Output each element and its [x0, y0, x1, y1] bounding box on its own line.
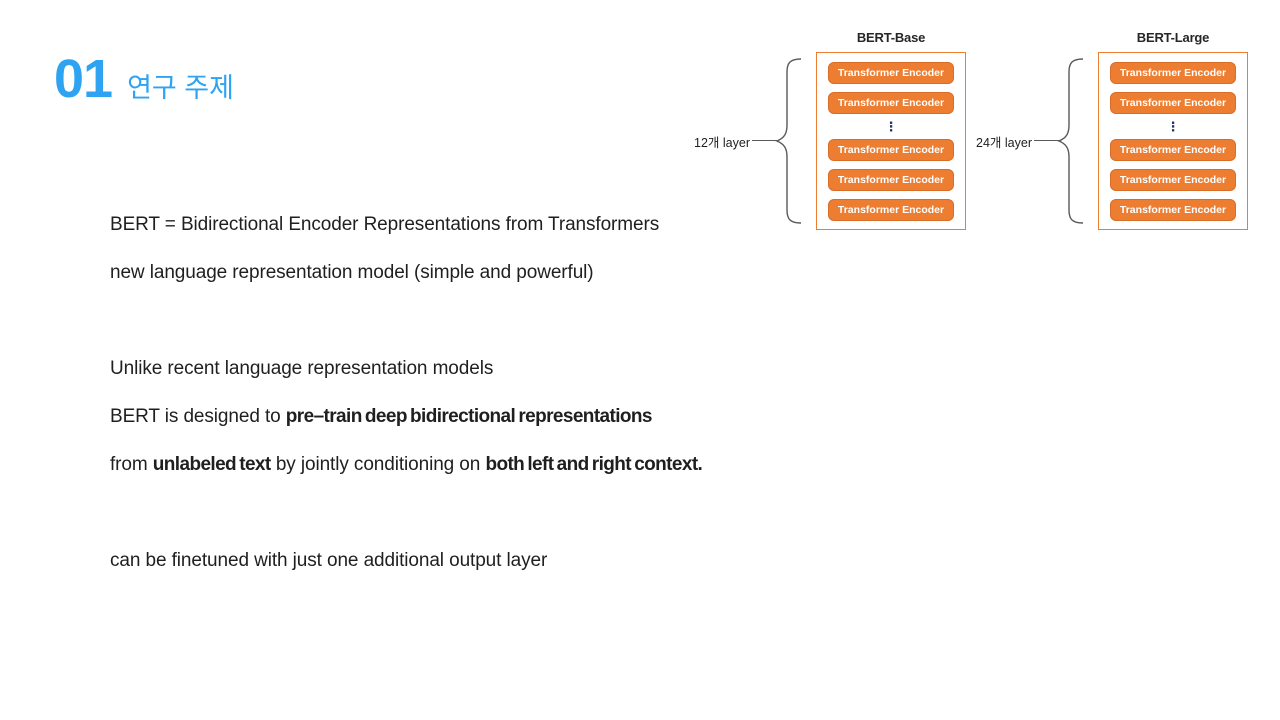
brace-connector-line — [752, 140, 777, 141]
body-line-5: from unlabeled text by jointly condition… — [110, 454, 703, 475]
body-line-5-bold-2: both left and right context. — [485, 454, 703, 475]
encoder-stack-base: Transformer Encoder Transformer Encoder … — [816, 52, 966, 230]
diagram-title-bert-large: BERT-Large — [1136, 30, 1210, 45]
transformer-encoder-box: Transformer Encoder — [828, 169, 954, 191]
layer-count-label-base: 12개 layer — [694, 136, 750, 150]
brace-connector-line — [1034, 140, 1059, 141]
transformer-encoder-box: Transformer Encoder — [1110, 92, 1236, 114]
transformer-encoder-box: Transformer Encoder — [1110, 139, 1236, 161]
transformer-encoder-box: Transformer Encoder — [1110, 62, 1236, 84]
body-line-6: can be finetuned with just one additiona… — [110, 550, 548, 571]
section-title: 연구 주제 — [127, 73, 234, 103]
brace-icon — [1057, 58, 1084, 224]
body-line-1: BERT = Bidirectional Encoder Representat… — [110, 214, 660, 235]
transformer-encoder-box: Transformer Encoder — [1110, 169, 1236, 191]
slide-header: 01 연구 주제 — [54, 52, 234, 106]
body-line-3: Unlike recent language representation mo… — [110, 358, 494, 379]
transformer-encoder-box: Transformer Encoder — [828, 199, 954, 221]
transformer-encoder-box: Transformer Encoder — [828, 139, 954, 161]
layer-count-label-large: 24개 layer — [976, 136, 1032, 150]
transformer-encoder-box: Transformer Encoder — [828, 62, 954, 84]
encoder-stack-large: Transformer Encoder Transformer Encoder … — [1098, 52, 1248, 230]
brace-icon — [775, 58, 802, 224]
diagram-title-bert-base: BERT-Base — [856, 30, 926, 45]
body-line-5-normal-1: from — [110, 454, 153, 475]
vertical-ellipsis: ⋮ — [884, 118, 898, 134]
body-line-5-bold-1: unlabeled text — [152, 454, 271, 475]
body-line-2: new language representation model (simpl… — [110, 262, 594, 283]
body-line-4: BERT is designed to pre–train deep bidir… — [110, 406, 653, 427]
vertical-ellipsis: ⋮ — [1166, 118, 1180, 134]
body-line-5-normal-2: by jointly conditioning on — [270, 454, 486, 475]
body-line-4-normal: BERT is designed to — [110, 406, 286, 427]
transformer-encoder-box: Transformer Encoder — [1110, 199, 1236, 221]
body-line-4-bold: pre–train deep bidirectional representat… — [285, 406, 653, 427]
section-number: 01 — [54, 49, 113, 109]
transformer-encoder-box: Transformer Encoder — [828, 92, 954, 114]
